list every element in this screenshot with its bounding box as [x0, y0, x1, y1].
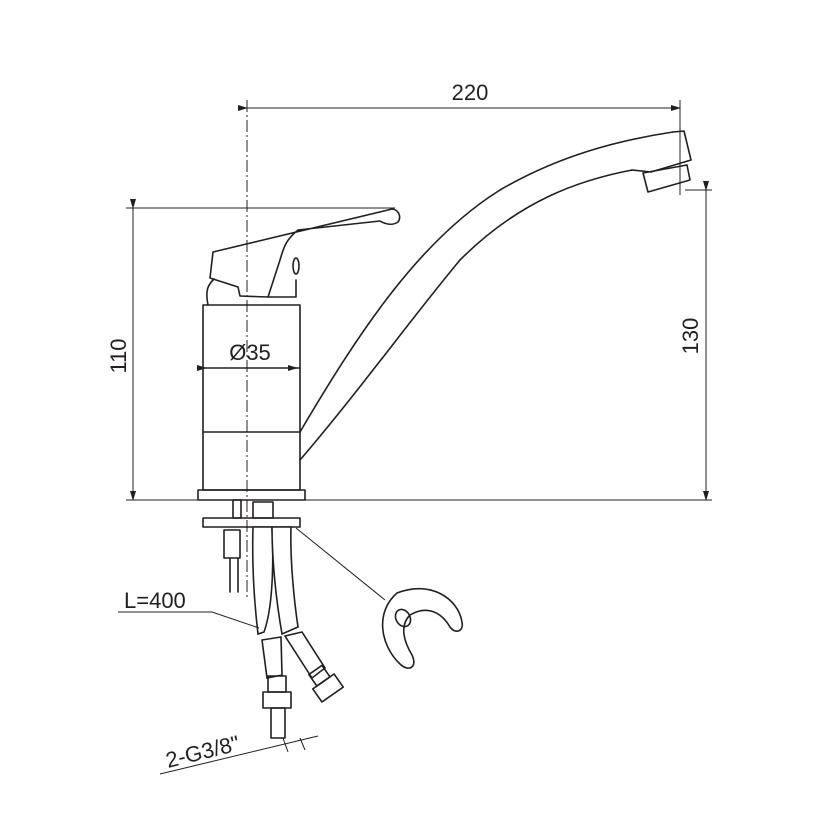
- callout-thread: 2-G3/8": [159, 730, 319, 775]
- dimension-spout-reach: 220: [238, 80, 681, 195]
- mounting-hardware: [202, 499, 301, 593]
- dimension-label-130: 130: [678, 318, 703, 355]
- thread-label: 2-G3/8": [163, 730, 242, 772]
- dimension-label-diameter: Ø35: [229, 340, 271, 365]
- dimension-body-height: 110: [106, 199, 712, 501]
- dimension-label-220: 220: [452, 80, 489, 105]
- faucet-body: Ø35: [197, 304, 306, 501]
- hose-length-label: L=400: [124, 588, 186, 613]
- lever-handle: [206, 208, 401, 306]
- flexible-hoses: [251, 526, 345, 739]
- spout: [299, 130, 692, 461]
- dimension-spout-height: 130: [678, 181, 712, 501]
- c-clip-detail: [295, 527, 464, 669]
- callout-hose-length: L=400: [118, 588, 260, 629]
- dimension-label-110: 110: [106, 338, 131, 373]
